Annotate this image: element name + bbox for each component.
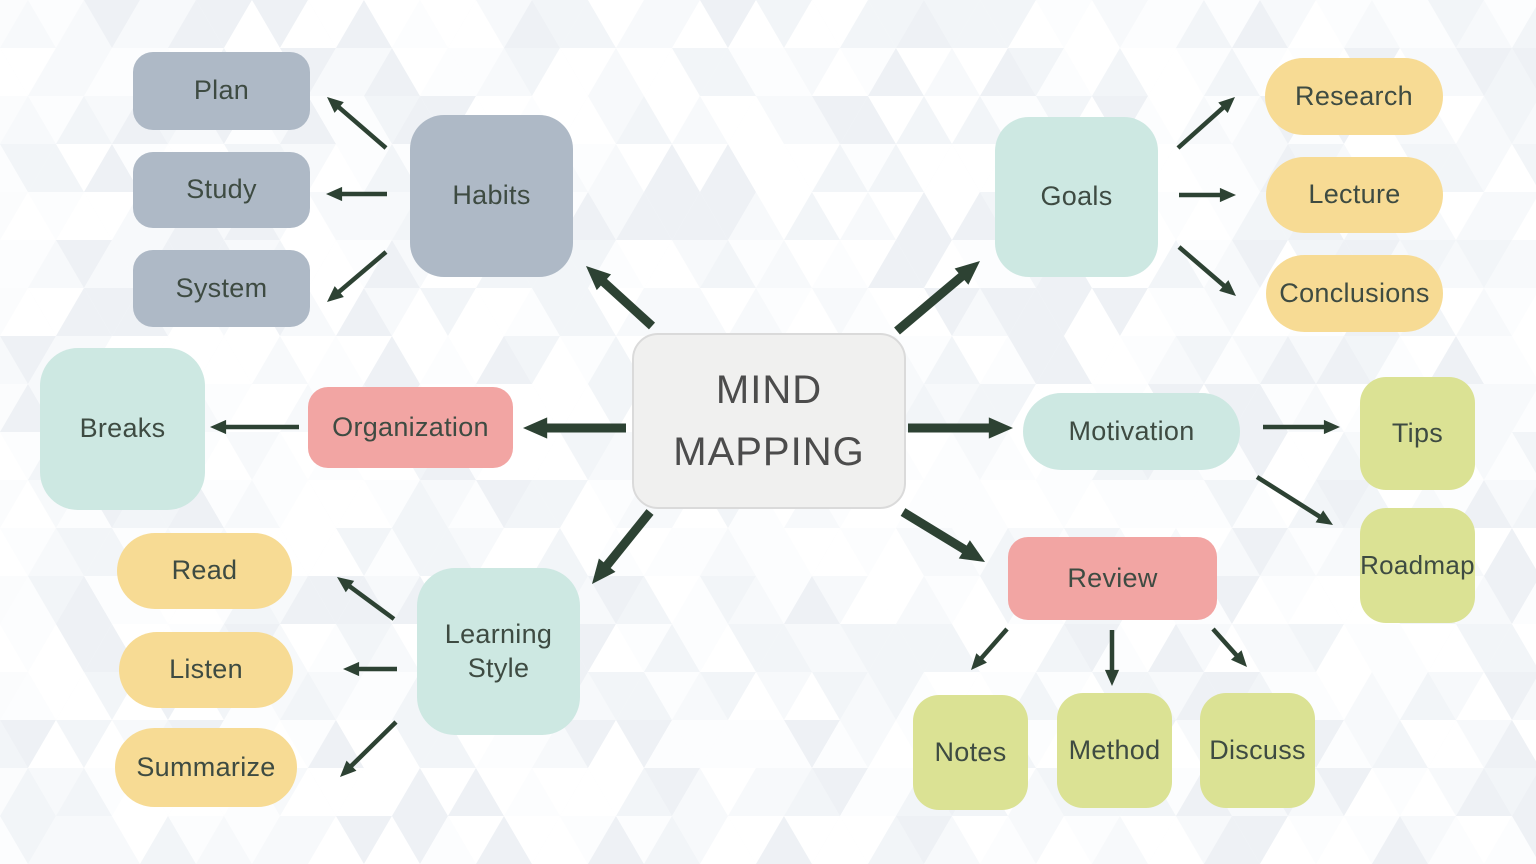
node-summarize[interactable]: Summarize <box>115 728 297 807</box>
node-method[interactable]: Method <box>1057 693 1172 808</box>
arrowhead <box>1323 419 1340 435</box>
node-study[interactable]: Study <box>133 152 310 228</box>
node-goals[interactable]: Goals <box>995 117 1158 277</box>
node-label: Notes <box>934 736 1007 767</box>
node-label: Plan <box>193 75 250 106</box>
arrowhead <box>1219 280 1236 296</box>
arrowhead <box>971 653 987 670</box>
node-label: Conclusions <box>1279 277 1430 308</box>
arrow-goals-to-conclusions <box>1177 245 1229 290</box>
node-label: Roadmap <box>1360 550 1475 581</box>
node-notes[interactable]: Notes <box>913 695 1028 810</box>
arrowhead <box>326 186 343 202</box>
central-title-line2: MAPPING <box>673 430 865 474</box>
arrowhead <box>954 261 980 285</box>
node-label: Lecture <box>1308 179 1401 210</box>
arrowhead <box>1104 669 1120 686</box>
node-label-line2: Style <box>467 652 530 683</box>
arrow-motivation-to-roadmap <box>1255 475 1324 521</box>
node-label: Habits <box>452 180 531 211</box>
node-tips[interactable]: Tips <box>1360 377 1475 490</box>
node-label: Goals <box>1040 181 1113 212</box>
node-label: System <box>175 272 268 303</box>
node-label: Discuss <box>1209 734 1306 765</box>
arrow-review-to-discuss <box>1211 627 1241 660</box>
node-label: Summarize <box>136 751 276 782</box>
arrow-review-to-notes <box>977 627 1009 663</box>
node-label: Study <box>186 174 257 205</box>
node-review[interactable]: Review <box>1008 537 1217 620</box>
node-system[interactable]: System <box>133 250 310 327</box>
arrowhead <box>1218 97 1235 114</box>
arrowhead <box>1219 187 1236 203</box>
node-breaks[interactable]: Breaks <box>40 348 205 510</box>
node-research[interactable]: Research <box>1265 58 1443 135</box>
arrow-learning-style-to-read <box>345 582 396 621</box>
node-motivation[interactable]: Motivation <box>1023 393 1240 470</box>
node-roadmap[interactable]: Roadmap <box>1360 508 1475 623</box>
arrowhead <box>340 760 357 777</box>
arrowhead <box>523 417 548 439</box>
node-label-line1: Learning <box>444 618 553 649</box>
node-label: Method <box>1068 734 1161 765</box>
arrow-learning-style-to-summarize <box>347 720 398 771</box>
arrowhead <box>586 266 612 291</box>
node-habits[interactable]: Habits <box>410 115 573 277</box>
arrow-goals-to-research <box>1176 103 1228 150</box>
node-lecture[interactable]: Lecture <box>1266 157 1443 233</box>
node-learning-style[interactable]: Learning Style <box>417 568 580 735</box>
arrowhead <box>988 417 1013 439</box>
node-label: Listen <box>169 654 243 685</box>
node-label: Tips <box>1391 417 1444 448</box>
arrow-habits-to-plan <box>334 103 388 150</box>
arrowhead <box>1315 510 1333 525</box>
node-organization[interactable]: Organization <box>308 387 513 468</box>
arrowhead <box>327 97 344 113</box>
arrow-central-to-review <box>900 508 972 557</box>
central-title-line1: MIND <box>715 368 823 412</box>
node-label: Motivation <box>1068 415 1195 446</box>
arrow-central-to-habits <box>596 274 656 330</box>
node-listen[interactable]: Listen <box>119 632 293 708</box>
arrowhead <box>343 661 360 677</box>
arrow-central-to-learning-style <box>599 509 654 573</box>
node-label: Review <box>1067 562 1158 593</box>
arrowhead <box>592 558 616 584</box>
node-label: Breaks <box>79 413 166 444</box>
node-conclusions[interactable]: Conclusions <box>1266 255 1443 332</box>
arrowhead <box>958 540 985 562</box>
node-label: Organization <box>332 411 489 442</box>
arrow-habits-to-system <box>334 250 388 296</box>
arrow-central-to-goals <box>894 269 970 335</box>
arrowhead <box>337 577 355 593</box>
node-discuss[interactable]: Discuss <box>1200 693 1315 808</box>
node-read[interactable]: Read <box>117 533 292 609</box>
node-plan[interactable]: Plan <box>133 52 310 130</box>
arrowhead <box>210 419 227 435</box>
node-mind-mapping[interactable]: MIND MAPPING <box>632 333 906 509</box>
node-label: Research <box>1295 80 1413 111</box>
node-label: Read <box>171 555 238 586</box>
arrowhead <box>327 286 344 302</box>
arrowhead <box>1230 650 1247 667</box>
